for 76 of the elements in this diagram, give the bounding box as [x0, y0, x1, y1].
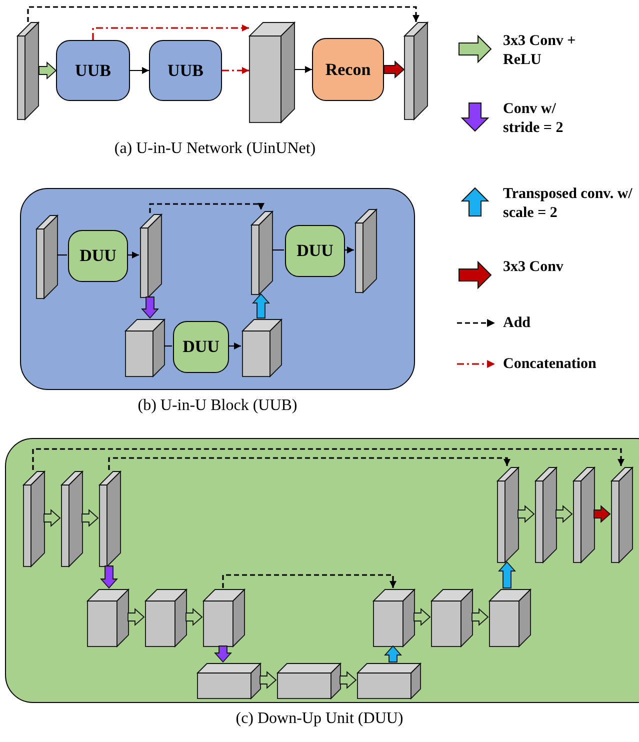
feature-map-block — [125, 319, 165, 377]
caption: (a) U-in-U Network (UinUNet) — [114, 139, 316, 159]
arrow — [127, 252, 139, 258]
feature-map-block — [535, 467, 557, 563]
dashed-arrow — [27, 6, 420, 22]
block-arrow — [44, 509, 61, 527]
feature-map-block — [251, 211, 273, 295]
feature-map-block — [355, 209, 377, 293]
block-arrow — [141, 296, 159, 319]
legend-text: Concatenation — [503, 355, 598, 374]
feature-map-block — [36, 215, 58, 299]
dashed-arrow — [222, 67, 249, 74]
dashed-arrow — [149, 203, 264, 213]
feature-map-block — [242, 319, 282, 377]
block-arrow — [472, 608, 489, 626]
block-arrow — [82, 509, 99, 527]
feature-map-block — [61, 471, 83, 567]
block-arrow — [556, 505, 573, 523]
block-arrow — [384, 645, 402, 662]
arrow — [130, 67, 149, 74]
feature-map-block — [140, 214, 162, 298]
block-arrow — [340, 671, 357, 689]
feature-map-block — [87, 589, 129, 647]
feature-map-block — [203, 589, 245, 647]
feature-map-block — [611, 467, 633, 563]
dashed-arrow — [222, 574, 396, 588]
caption: (c) Down-Up Unit (DUU) — [236, 709, 404, 729]
legend-text: Add — [503, 314, 532, 333]
legend-text: Conv w/ stride = 2 — [503, 100, 564, 138]
legend-text: 3x3 Conv — [503, 258, 564, 277]
block-arrow — [128, 608, 145, 626]
feature-map-block — [145, 589, 187, 647]
arrow — [344, 246, 354, 254]
dashed-arrow — [32, 448, 624, 470]
rounded-box: UUB — [56, 40, 130, 101]
rounded-box: DUU — [68, 230, 128, 282]
connector-line — [164, 345, 172, 347]
block-arrow — [100, 566, 118, 589]
feature-map-block — [23, 471, 45, 567]
rounded-box: Recon — [312, 38, 384, 101]
feature-map-block — [17, 22, 39, 120]
dashed-arrow — [108, 457, 510, 470]
feature-map-block — [373, 589, 415, 647]
caption: (b) U-in-U Block (UUB) — [138, 396, 298, 416]
dashed-arrow — [92, 24, 249, 40]
feature-map-block — [431, 589, 473, 647]
block-arrow — [498, 561, 516, 588]
feature-map-block — [277, 663, 341, 699]
rounded-box: UUB — [149, 40, 222, 101]
arrow — [295, 66, 312, 73]
feature-map-block — [489, 589, 531, 647]
connector-line — [272, 249, 284, 251]
block-arrow — [384, 60, 405, 78]
block-arrow — [38, 62, 57, 80]
block-arrow — [186, 608, 203, 626]
rounded-panel — [20, 188, 415, 390]
block-arrow — [518, 505, 535, 523]
block-arrow — [414, 608, 431, 626]
feature-map-block — [99, 471, 121, 567]
feature-map-block — [197, 663, 261, 699]
connector-line — [57, 254, 67, 256]
rounded-box: DUU — [285, 225, 345, 277]
feature-map-block — [357, 663, 421, 699]
block-arrow — [260, 671, 277, 689]
block-arrow — [214, 646, 232, 663]
feature-map-block — [249, 22, 295, 123]
feature-map-block — [497, 467, 519, 563]
block-arrow — [594, 505, 611, 523]
feature-map-block — [404, 22, 428, 120]
arrow — [228, 342, 241, 350]
feature-map-block — [573, 467, 595, 563]
legend-text: 3x3 Conv + ReLU — [503, 32, 577, 70]
block-arrow — [252, 293, 270, 318]
rounded-box: DUU — [173, 321, 229, 373]
rounded-panel — [5, 438, 639, 703]
legend-text: Transposed conv. w/ scale = 2 — [503, 185, 634, 223]
